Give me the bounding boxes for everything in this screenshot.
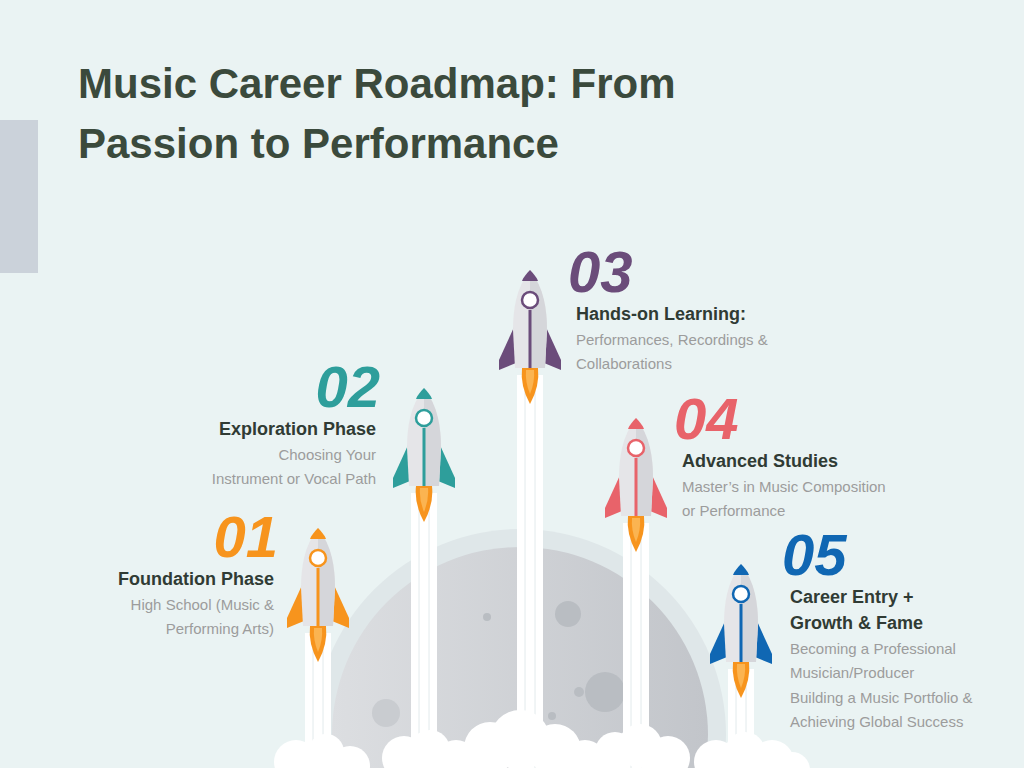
step-heading: Foundation Phase bbox=[104, 566, 274, 592]
roadmap-step: 05Career Entry + Growth & FameBecoming a… bbox=[790, 526, 995, 734]
diagram-title: Music Career Roadmap: From Passion to Pe… bbox=[78, 54, 778, 174]
step-number: 01 bbox=[104, 508, 278, 566]
side-bar bbox=[0, 120, 38, 273]
step-description: Performances, Recordings & Collaboration… bbox=[576, 328, 806, 376]
step-heading: Advanced Studies bbox=[682, 448, 897, 474]
step-description: High School (Music & Performing Arts) bbox=[104, 593, 274, 641]
step-heading: Career Entry + Growth & Fame bbox=[790, 584, 960, 636]
step-description: Becoming a Professional Musician/Produce… bbox=[790, 637, 995, 685]
roadmap-step: 04Advanced StudiesMaster’s in Music Comp… bbox=[682, 390, 897, 523]
roadmap-step: 01Foundation PhaseHigh School (Music & P… bbox=[104, 508, 274, 641]
roadmap-step: 02Exploration PhaseChoosing Your Instrum… bbox=[208, 358, 376, 491]
step-description: Master’s in Music Composition or Perform… bbox=[682, 475, 897, 523]
step-number: 03 bbox=[568, 243, 806, 301]
step-number: 05 bbox=[782, 526, 995, 584]
clouds bbox=[274, 710, 810, 768]
step-description: Building a Music Portfolio & Achieving G… bbox=[790, 686, 995, 734]
roadmap-step: 03Hands-on Learning:Performances, Record… bbox=[576, 243, 806, 376]
step-heading: Hands-on Learning: bbox=[576, 301, 806, 327]
step-description: Choosing Your Instrument or Vocal Path bbox=[208, 443, 376, 491]
step-number: 02 bbox=[208, 358, 380, 416]
step-number: 04 bbox=[674, 390, 897, 448]
step-heading: Exploration Phase bbox=[208, 416, 376, 442]
